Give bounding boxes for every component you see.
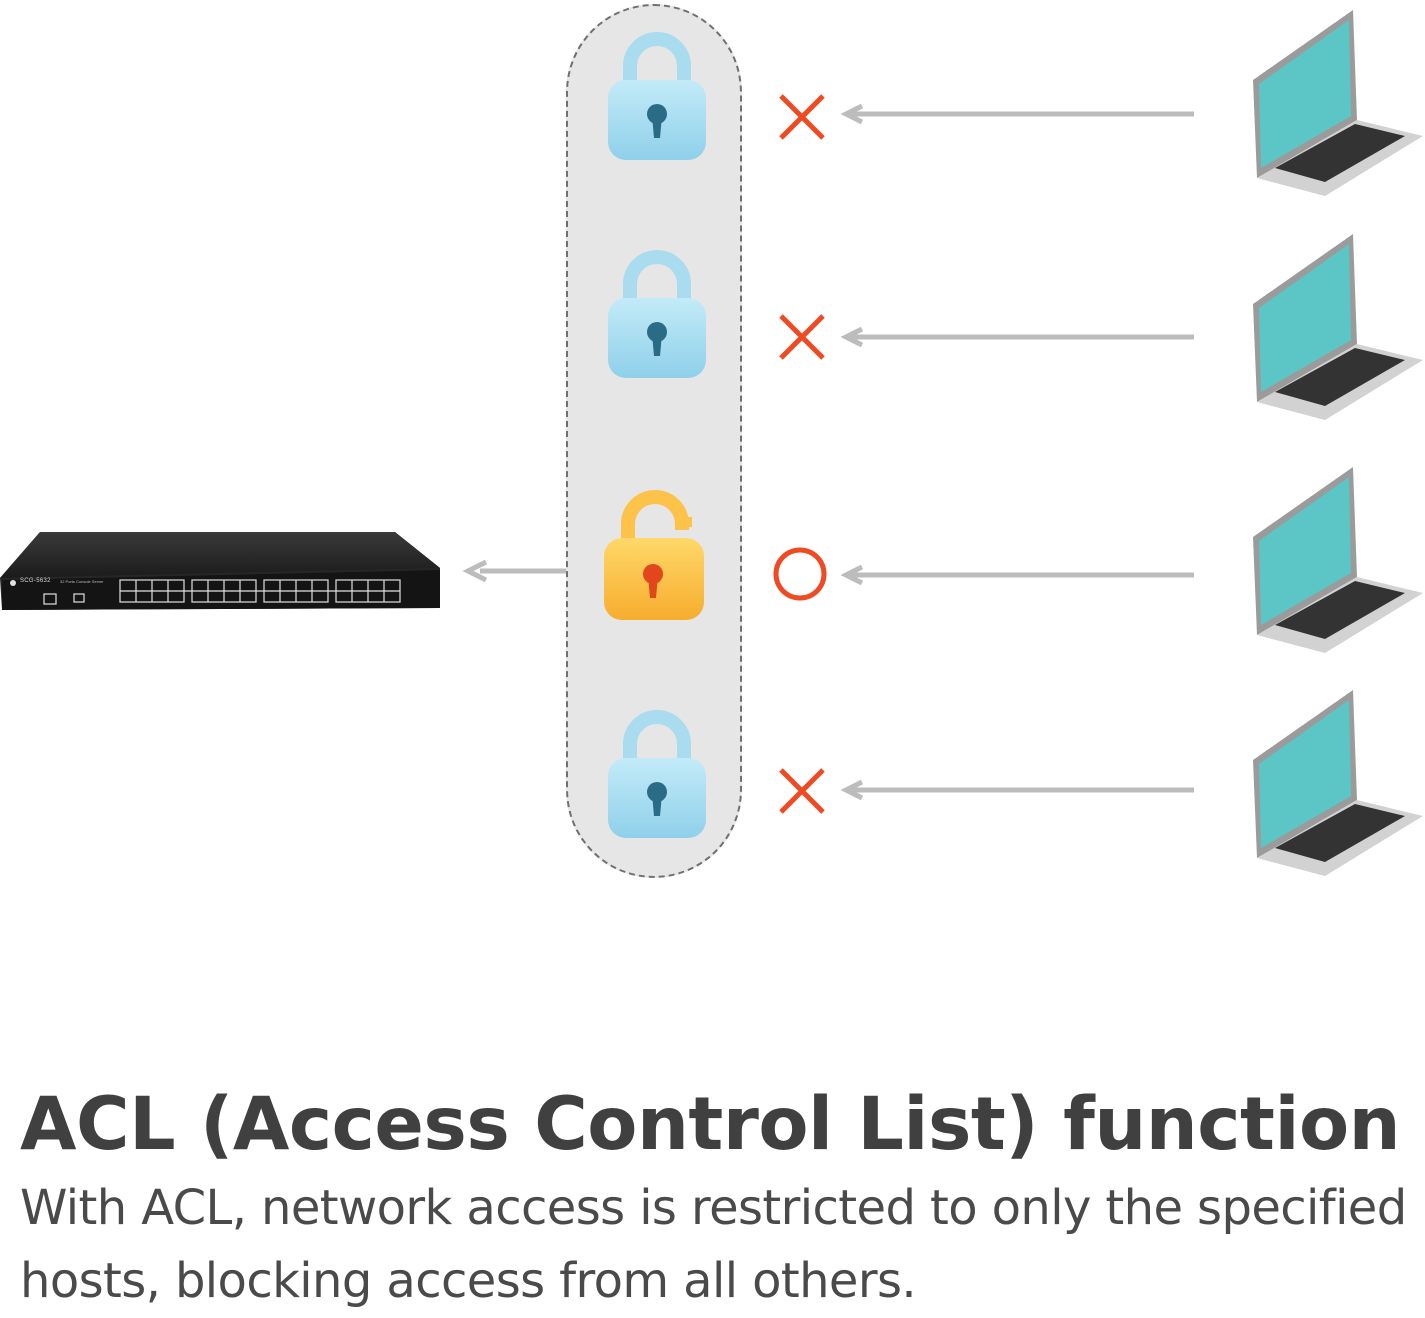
locked-padlock-icon (608, 32, 706, 160)
locked-padlock-icon (608, 250, 706, 378)
unlocked-padlock-icon (604, 490, 704, 620)
page-title: ACL (Access Control List) function (20, 1082, 1401, 1167)
deny-x-icon (779, 768, 825, 814)
request-arrow-icon (840, 565, 1194, 585)
deny-x-icon (779, 94, 825, 140)
device-sublabel: 32 Ports Console Server (60, 579, 104, 584)
device-label: SCG-5632 (20, 578, 51, 584)
laptop-host-icon (1253, 234, 1423, 420)
laptop-host-icon (1253, 467, 1423, 653)
request-arrow-icon (840, 104, 1194, 124)
request-arrow-icon (840, 327, 1194, 347)
request-arrow-icon (840, 780, 1194, 800)
console-server-icon (0, 528, 445, 618)
deny-x-icon (779, 314, 825, 360)
locked-padlock-icon (608, 710, 706, 838)
laptop-host-icon (1253, 690, 1423, 876)
arrow-to-device-icon (462, 560, 568, 582)
acl-diagram: SCG-5632 32 Ports Console Server (0, 4, 1423, 878)
laptop-host-icon (1253, 10, 1423, 196)
allow-circle-icon (773, 547, 827, 601)
description-text: With ACL, network access is restricted t… (20, 1180, 1407, 1309)
